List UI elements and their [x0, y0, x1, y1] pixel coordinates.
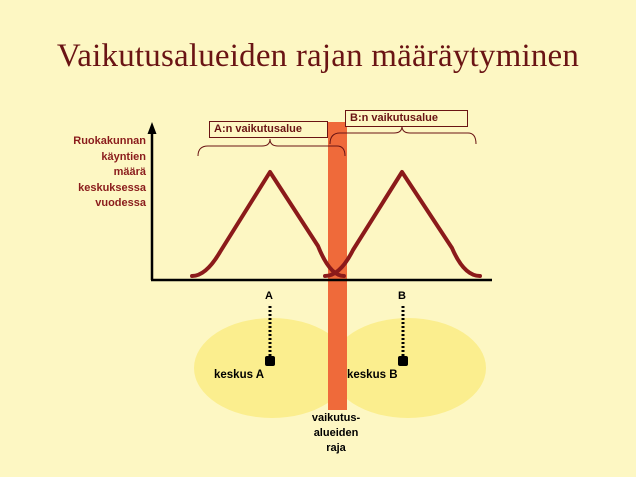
curve-b — [323, 170, 482, 278]
zone-a-label: A:n vaikutusalue — [209, 121, 328, 138]
y-axis-label-line: Ruokakunnan — [73, 135, 146, 147]
y-axis-label-line: määrä — [113, 166, 146, 178]
y-axis-label: Ruokakunnan käyntien määrä keskuksessa v… — [20, 134, 146, 212]
border-label-line: alueiden — [313, 427, 359, 439]
border-label-line: vaikutus- — [311, 412, 361, 424]
y-axis-label-line: käyntien — [101, 150, 146, 163]
point-a-label: A — [265, 290, 273, 302]
center-b-label: keskus B — [347, 369, 398, 381]
area-a-ellipse — [194, 318, 350, 418]
zone-a-brace — [197, 138, 346, 157]
border-label: vaikutus- alueiden raja — [296, 411, 376, 456]
y-axis-arrow — [147, 122, 157, 134]
zone-b-brace — [329, 125, 477, 145]
border-label-line: raja — [326, 442, 346, 454]
border-band — [328, 122, 347, 410]
y-axis-label-line: keskuksessa — [78, 181, 146, 194]
center-b-marker — [398, 356, 408, 366]
zone-b-label: B:n vaikutusalue — [345, 110, 468, 127]
y-axis-label-line: vuodessa — [95, 197, 146, 209]
center-a-label: keskus A — [214, 369, 265, 381]
point-b-label: B — [398, 290, 406, 302]
page-title: Vaikutusalueiden rajan määräytyminen — [56, 38, 580, 74]
center-a-marker — [265, 356, 275, 366]
curve-a — [190, 170, 346, 278]
area-b-ellipse — [330, 318, 486, 418]
